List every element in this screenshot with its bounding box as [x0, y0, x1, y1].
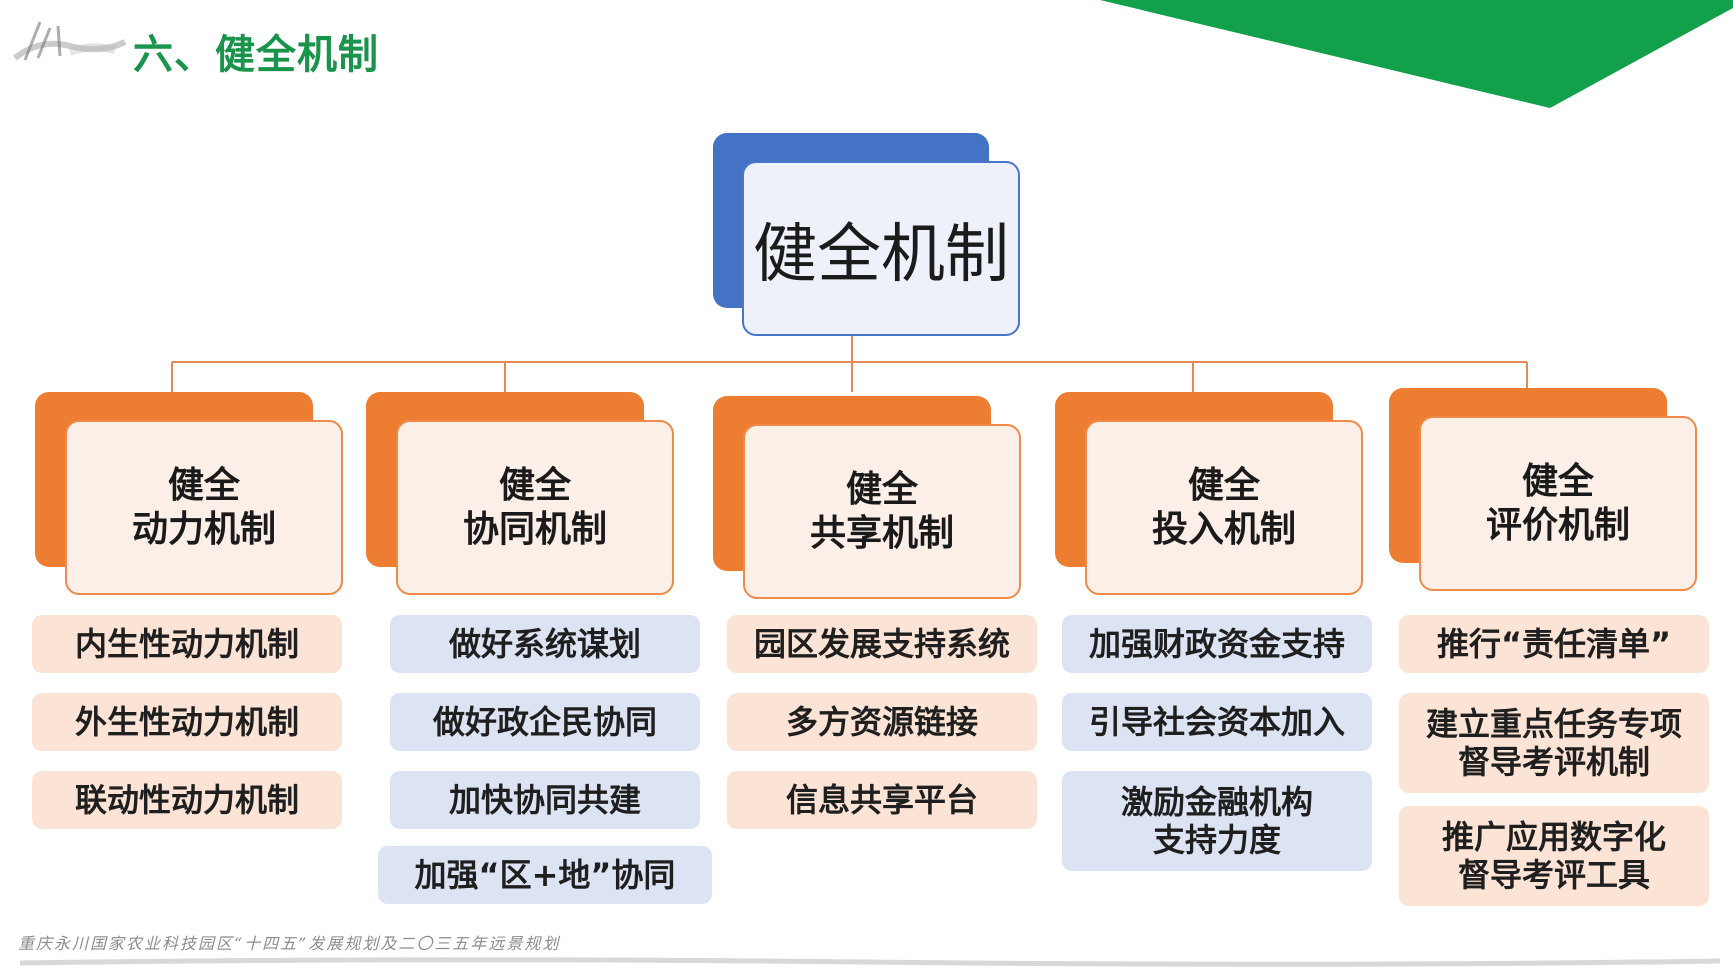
list-item: 联动性动力机制	[32, 771, 342, 829]
category-line1: 健全	[1521, 460, 1594, 502]
list-item: 建立重点任务专项 督导考评机制	[1399, 693, 1709, 793]
list-item: 外生性动力机制	[32, 693, 342, 751]
category-line2: 评价机制	[1485, 504, 1630, 546]
category-node-dynamics: 健全 动力机制	[65, 420, 343, 595]
list-item: 加强“区+地”协同	[378, 846, 712, 904]
category-node-sharing: 健全 共享机制	[743, 424, 1021, 599]
list-item: 加快协同共建	[390, 771, 700, 829]
list-item: 内生性动力机制	[32, 615, 342, 673]
category-line1: 健全	[498, 464, 571, 506]
list-item: 做好政企民协同	[390, 693, 700, 751]
category-line2: 协同机制	[462, 508, 607, 550]
category-node-evaluation: 健全 评价机制	[1419, 416, 1697, 591]
list-item: 推广应用数字化 督导考评工具	[1399, 806, 1709, 906]
green-corner-banner	[1100, 0, 1733, 108]
list-item: 激励金融机构 支持力度	[1062, 771, 1372, 871]
root-node: 健全机制	[742, 161, 1020, 336]
list-item: 信息共享平台	[727, 771, 1037, 829]
list-item: 园区发展支持系统	[727, 615, 1037, 673]
page-title: 六、健全机制	[133, 32, 379, 78]
brush-ink-logo	[13, 21, 127, 61]
category-line2: 动力机制	[131, 508, 276, 550]
list-item: 推行“责任清单”	[1399, 615, 1709, 673]
category-line1: 健全	[1187, 464, 1260, 506]
list-item: 加强财政资金支持	[1062, 615, 1372, 673]
category-line2: 共享机制	[809, 512, 954, 554]
category-line1: 健全	[167, 464, 240, 506]
list-item: 引导社会资本加入	[1062, 693, 1372, 751]
list-item: 多方资源链接	[727, 693, 1037, 751]
footer-brush-stroke	[20, 957, 1720, 967]
category-line2: 投入机制	[1151, 508, 1296, 550]
footer-caption: 重庆永川国家农业科技园区“十四五”发展规划及二〇三五年远景规划	[18, 934, 561, 953]
category-node-investment: 健全 投入机制	[1085, 420, 1363, 595]
category-node-collaboration: 健全 协同机制	[396, 420, 674, 595]
category-line1: 健全	[845, 468, 918, 510]
list-item: 做好系统谋划	[390, 615, 700, 673]
